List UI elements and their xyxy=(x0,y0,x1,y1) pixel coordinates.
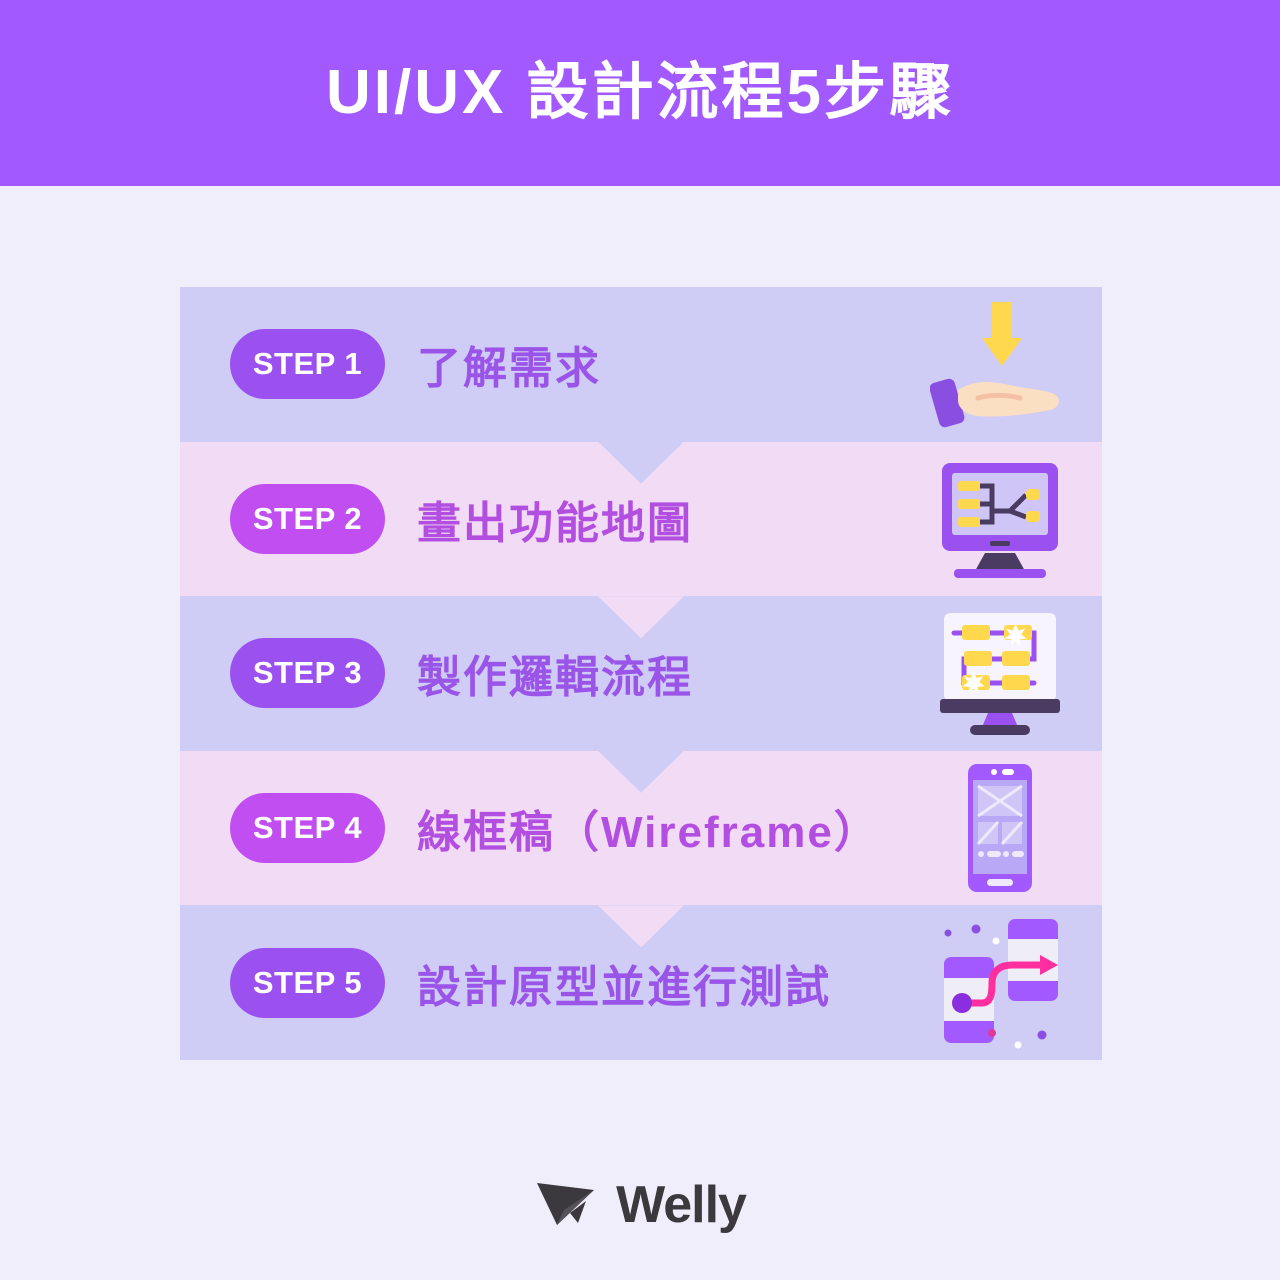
step-badge-label-4: STEP 4 xyxy=(252,810,363,846)
header-banner: UI/UX 設計流程5步驟 xyxy=(0,0,1280,186)
step-badge-label-2: STEP 2 xyxy=(252,500,363,536)
step-illustration-2 xyxy=(930,449,1070,589)
step-badge-2: STEP 2 xyxy=(230,483,385,554)
footer-logo: Welly xyxy=(0,1160,1280,1250)
step-badge-3: STEP 3 xyxy=(230,638,385,709)
step-title-3: 製作邏輯流程 xyxy=(417,653,693,703)
monitor-flowchart-icon xyxy=(940,613,1060,736)
step-illustration-3 xyxy=(930,603,1070,743)
step-badge-4: STEP 4 xyxy=(230,793,385,864)
step-row-5[interactable]: STEP 5 設計原型並進行測試 xyxy=(180,905,1102,1060)
footer-brand-name: Welly xyxy=(616,1176,747,1234)
step-title-1: 了解需求 xyxy=(417,344,601,394)
step-title-2: 畫出功能地圖 xyxy=(417,498,693,548)
page-title: UI/UX 設計流程5步驟 xyxy=(325,58,955,127)
step-row-1[interactable]: STEP 1 了解需求 xyxy=(180,287,1102,484)
paper-plane-icon xyxy=(537,1183,595,1225)
step-row-2[interactable]: STEP 2 畫出功能地圖 xyxy=(180,441,1102,639)
phone-wireframe-icon xyxy=(968,764,1032,893)
step-illustration-4 xyxy=(930,758,1070,898)
phone-prototype-flow-icon xyxy=(944,918,1058,1049)
hand-catching-arrow-icon xyxy=(930,302,1059,428)
step-badge-label-3: STEP 3 xyxy=(252,655,363,691)
step-badge-label-5: STEP 5 xyxy=(252,964,363,1000)
step-row-3[interactable]: STEP 3 製作邏輯流程 xyxy=(180,596,1102,793)
steps-card: STEP 1 了解需求 STEP 2 畫出功能地圖 xyxy=(180,287,1102,1060)
step-title-5: 設計原型並進行測試 xyxy=(417,962,831,1012)
step-title-4: 線框稿（Wireframe） xyxy=(417,808,880,858)
step-badge-label-1: STEP 1 xyxy=(252,346,363,382)
monitor-sitemap-icon xyxy=(942,462,1058,578)
step-badge-1: STEP 1 xyxy=(230,329,385,400)
step-badge-5: STEP 5 xyxy=(230,947,385,1018)
step-row-4[interactable]: STEP 4 線框稿（Wireframe） xyxy=(180,750,1102,948)
step-illustration-1 xyxy=(930,294,1070,434)
step-illustration-5 xyxy=(930,913,1070,1053)
